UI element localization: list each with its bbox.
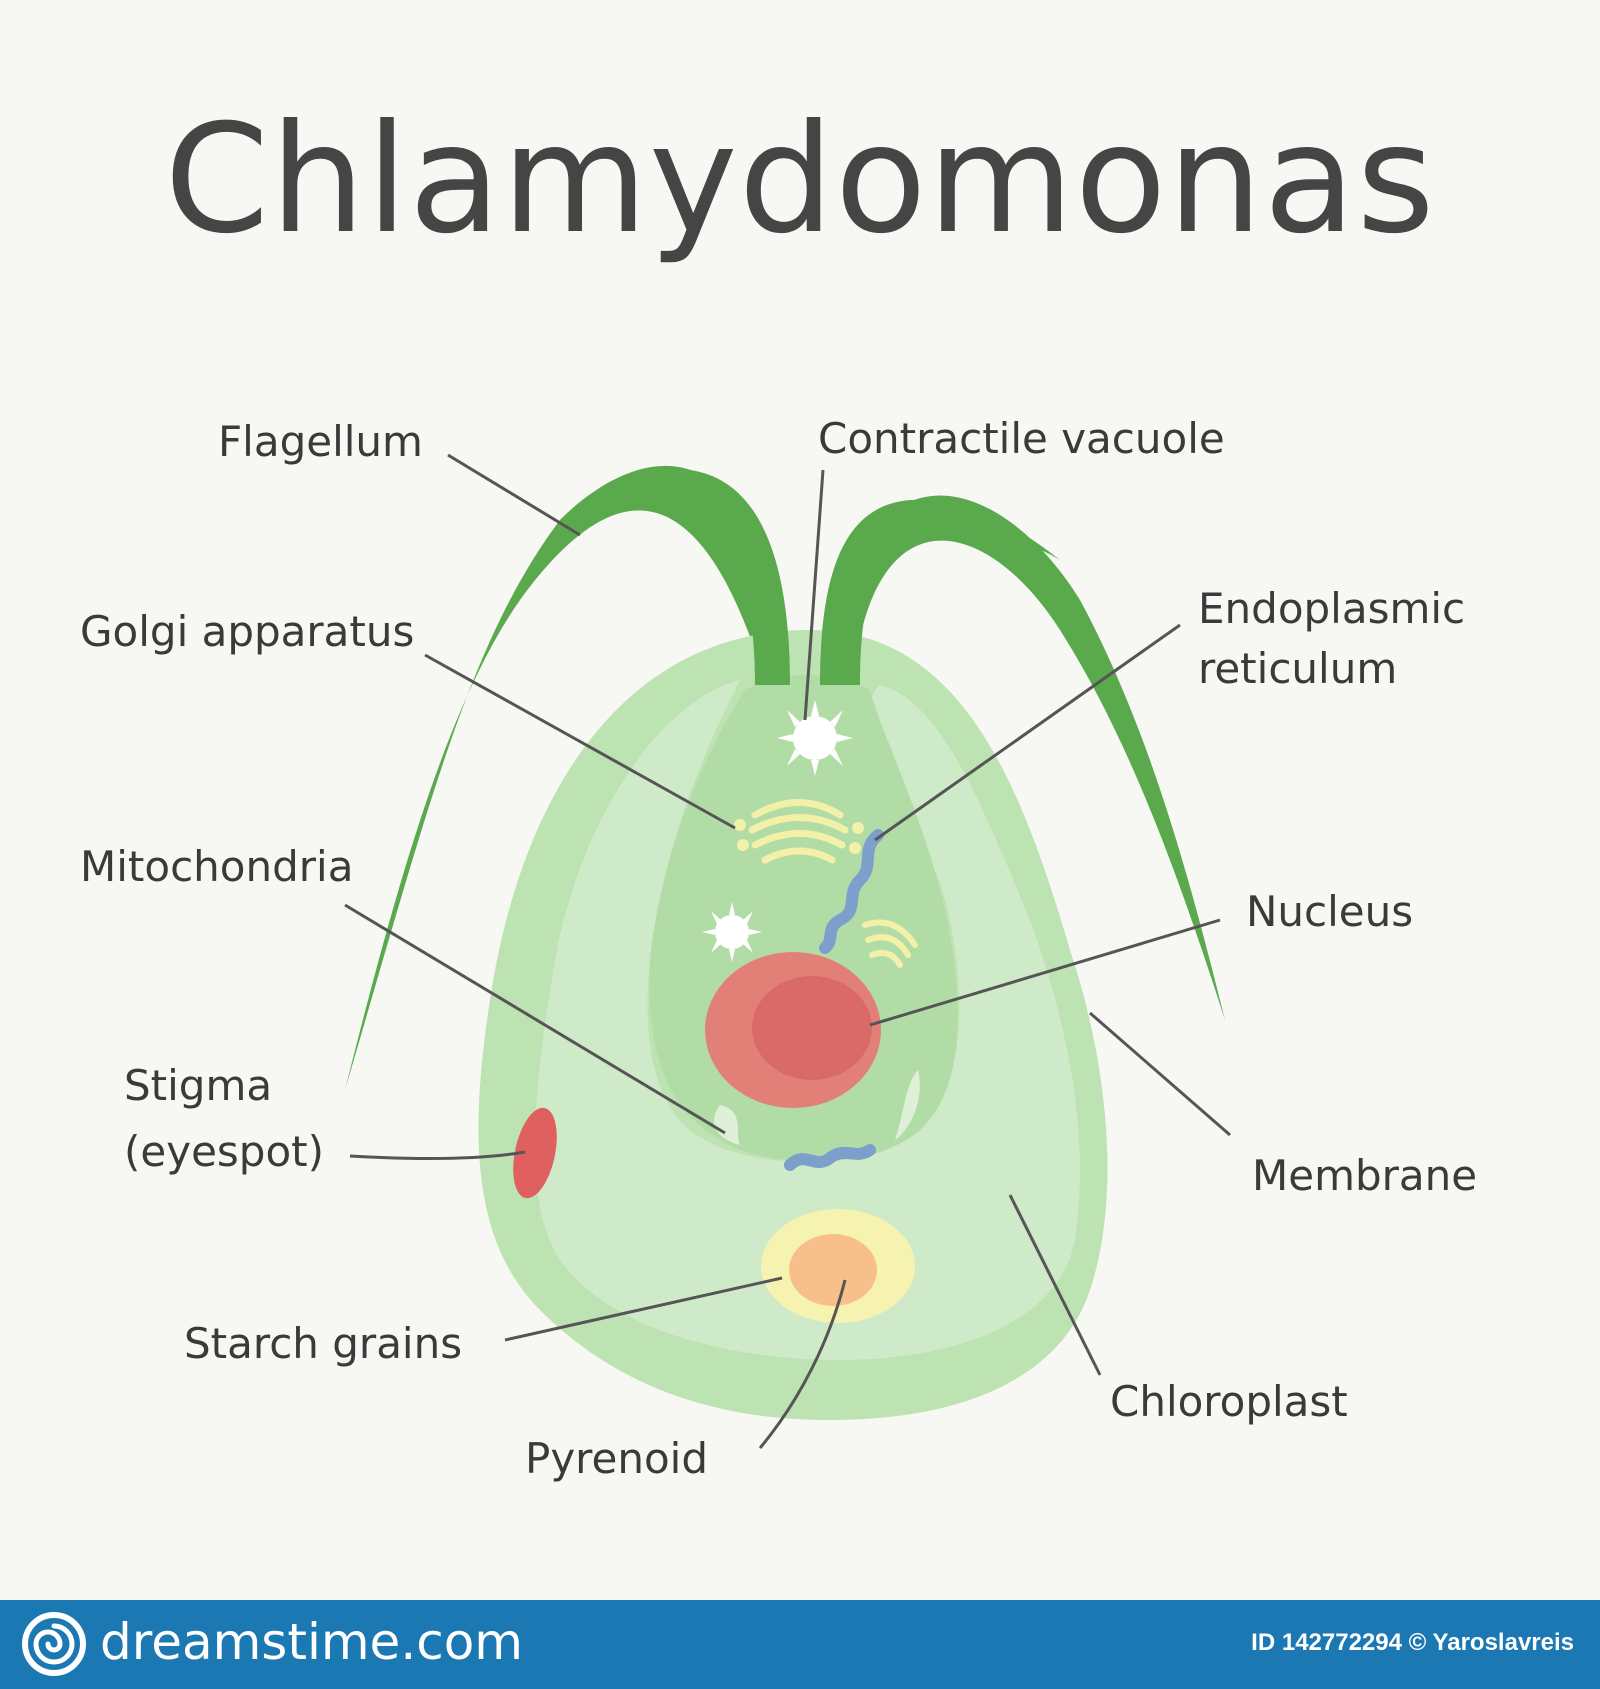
mitochondrion-left [713,1105,740,1145]
er-lower [784,1144,876,1171]
stigma [513,1107,557,1199]
label-stigma-line1: Stigma [124,1061,273,1110]
chloroplast [534,680,1080,1360]
endoplasmic-reticulum [819,829,884,954]
leader-golgi [424,653,736,830]
leader-pyrenoid [758,1279,847,1449]
label-mitochondria: Mitochondria [80,842,354,891]
nucleolus [752,976,872,1080]
pyrenoid [789,1234,877,1306]
leader-contractile-vacuole [803,469,825,721]
leader-lines [344,453,1231,1449]
leader-mitochondria [344,903,726,1135]
label-pyrenoid: Pyrenoid [525,1434,709,1483]
flagellum-base-right [820,499,1060,685]
label-nucleus: Nucleus [1246,887,1414,936]
label-er-line1: Endoplasmic [1198,584,1466,633]
label-stigma-line2: (eyespot) [124,1127,325,1176]
leader-membrane [1089,1011,1231,1137]
label-contractile-vacuole: Contractile vacuole [818,414,1225,463]
leader-stigma [349,1150,526,1161]
contractile-vacuole-lower [702,902,762,962]
contractile-vacuole-top [777,700,853,776]
leader-flagellum [447,453,581,537]
label-membrane: Membrane [1252,1151,1478,1200]
label-chloroplast: Chloroplast [1110,1377,1348,1426]
label-starch-grains: Starch grains [184,1319,463,1368]
spiral-logo-icon [22,1612,86,1676]
leader-er [874,623,1181,842]
golgi-small [862,919,918,968]
diagram-title: Chlamydomonas [164,93,1436,267]
footer-brand: dreamstime.com [100,1613,523,1671]
label-flagellum: Flagellum [218,417,423,466]
footer-bar: dreamstime.com ID 142772294 © Yaroslavre… [0,1600,1600,1689]
golgi-vesicles [734,819,864,854]
chlamydomonas-diagram [344,453,1231,1449]
golgi-apparatus [748,799,849,864]
label-er-line2: reticulum [1198,644,1398,693]
leader-chloroplast [1008,1194,1102,1376]
leader-starch [504,1276,783,1342]
mitochondrion-right [895,1070,920,1140]
leader-nucleus [869,918,1221,1027]
label-golgi-apparatus: Golgi apparatus [80,607,415,656]
footer-credit: ID 142772294 © Yaroslavreis [1251,1629,1574,1656]
flagellum-base-left [560,469,790,685]
